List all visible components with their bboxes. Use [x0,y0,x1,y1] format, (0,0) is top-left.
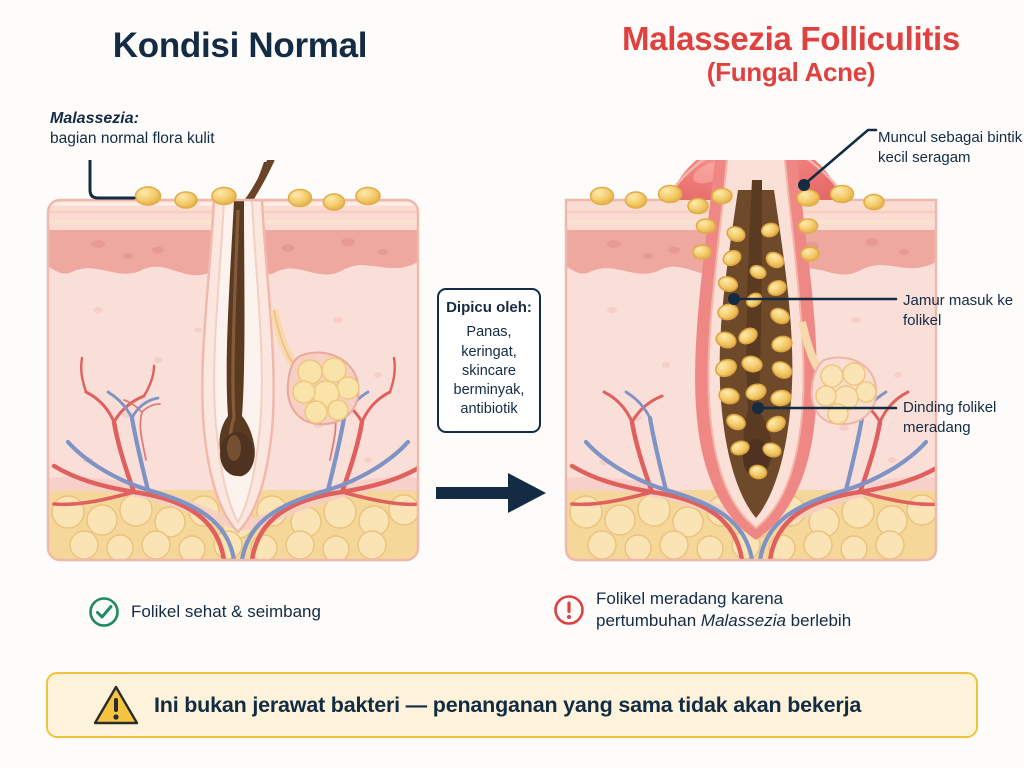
sebaceous-lobules [292,357,360,424]
right-panel-title-main: Malassezia Folliculitis [622,20,960,57]
warning-banner-text: Ini bukan jerawat bakteri — penanganan y… [154,692,862,717]
left-annotation-heading: Malassezia: [50,110,139,127]
right-caption-line2-post: berlebih [785,610,852,630]
surface-yeast-cells-folliculitis [589,184,885,262]
right-panel-title: Malassezia Folliculitis (Fungal Acne) [586,22,996,85]
left-annotation-body: bagian normal flora kulit [50,130,215,148]
right-annotation-fungus-entry: Jamur masuk ke folikel [903,292,1014,330]
right-panel-caption: Folikel meradang karena pertumbuhan Mala… [553,588,851,632]
hair-shaft-in-follicle [219,200,255,477]
trigger-items: Panas, keringat, skincare berminyak, ant… [453,324,525,418]
right-caption-text: Folikel meradang karena pertumbuhan Mala… [596,588,851,632]
surface-yeast-cells-normal [134,186,381,211]
right-caption-line2-pre: pertumbuhan [596,610,701,630]
malassezia-yeast-in-follicle [715,222,793,480]
right-skin-body [566,160,936,560]
leader-line-malassezia [88,160,136,200]
right-caption-line1: Folikel meradang karena [596,589,784,608]
folliculitis-skin-cross-section [564,160,938,562]
warning-banner: Ini bukan jerawat bakteri — penanganan y… [46,672,978,738]
left-panel-title: Kondisi Normal [112,26,368,65]
right-annotation-inflamed-wall: Dinding folikel meradang [903,399,997,437]
leader-line-papule [804,128,878,185]
leader-dot-wall [752,402,764,414]
left-skin-body [48,200,418,560]
exclamation-circle-icon [554,594,584,625]
right-panel-subtitle: (Fungal Acne) [706,56,876,87]
hair-papilla [227,435,241,461]
leader-dot-fungus [728,293,740,305]
left-annotation-malassezia: Malassezia: bagian normal flora kulit [50,108,280,150]
right-arrow-icon [436,473,546,513]
left-caption-text: Folikel sehat & seimbang [131,602,321,622]
trigger-callout: Dipicu oleh: Panas, keringat, skincare b… [437,288,541,433]
right-caption-line2-emphasis: Malassezia [700,610,786,630]
check-circle-icon [89,597,119,627]
sebaceous-lobules [815,362,877,425]
vein-network [583,390,929,560]
right-annotation-papule: Muncul sebagai bintik kecil seragam [878,129,1023,167]
left-panel-caption: Folikel sehat & seimbang [88,596,321,628]
leader-dot-papule [798,179,810,191]
trigger-heading: Dipicu oleh: [446,299,532,316]
warning-triangle-icon [93,685,139,725]
normal-skin-cross-section [46,160,420,562]
right-annotation-leaders [728,128,898,414]
